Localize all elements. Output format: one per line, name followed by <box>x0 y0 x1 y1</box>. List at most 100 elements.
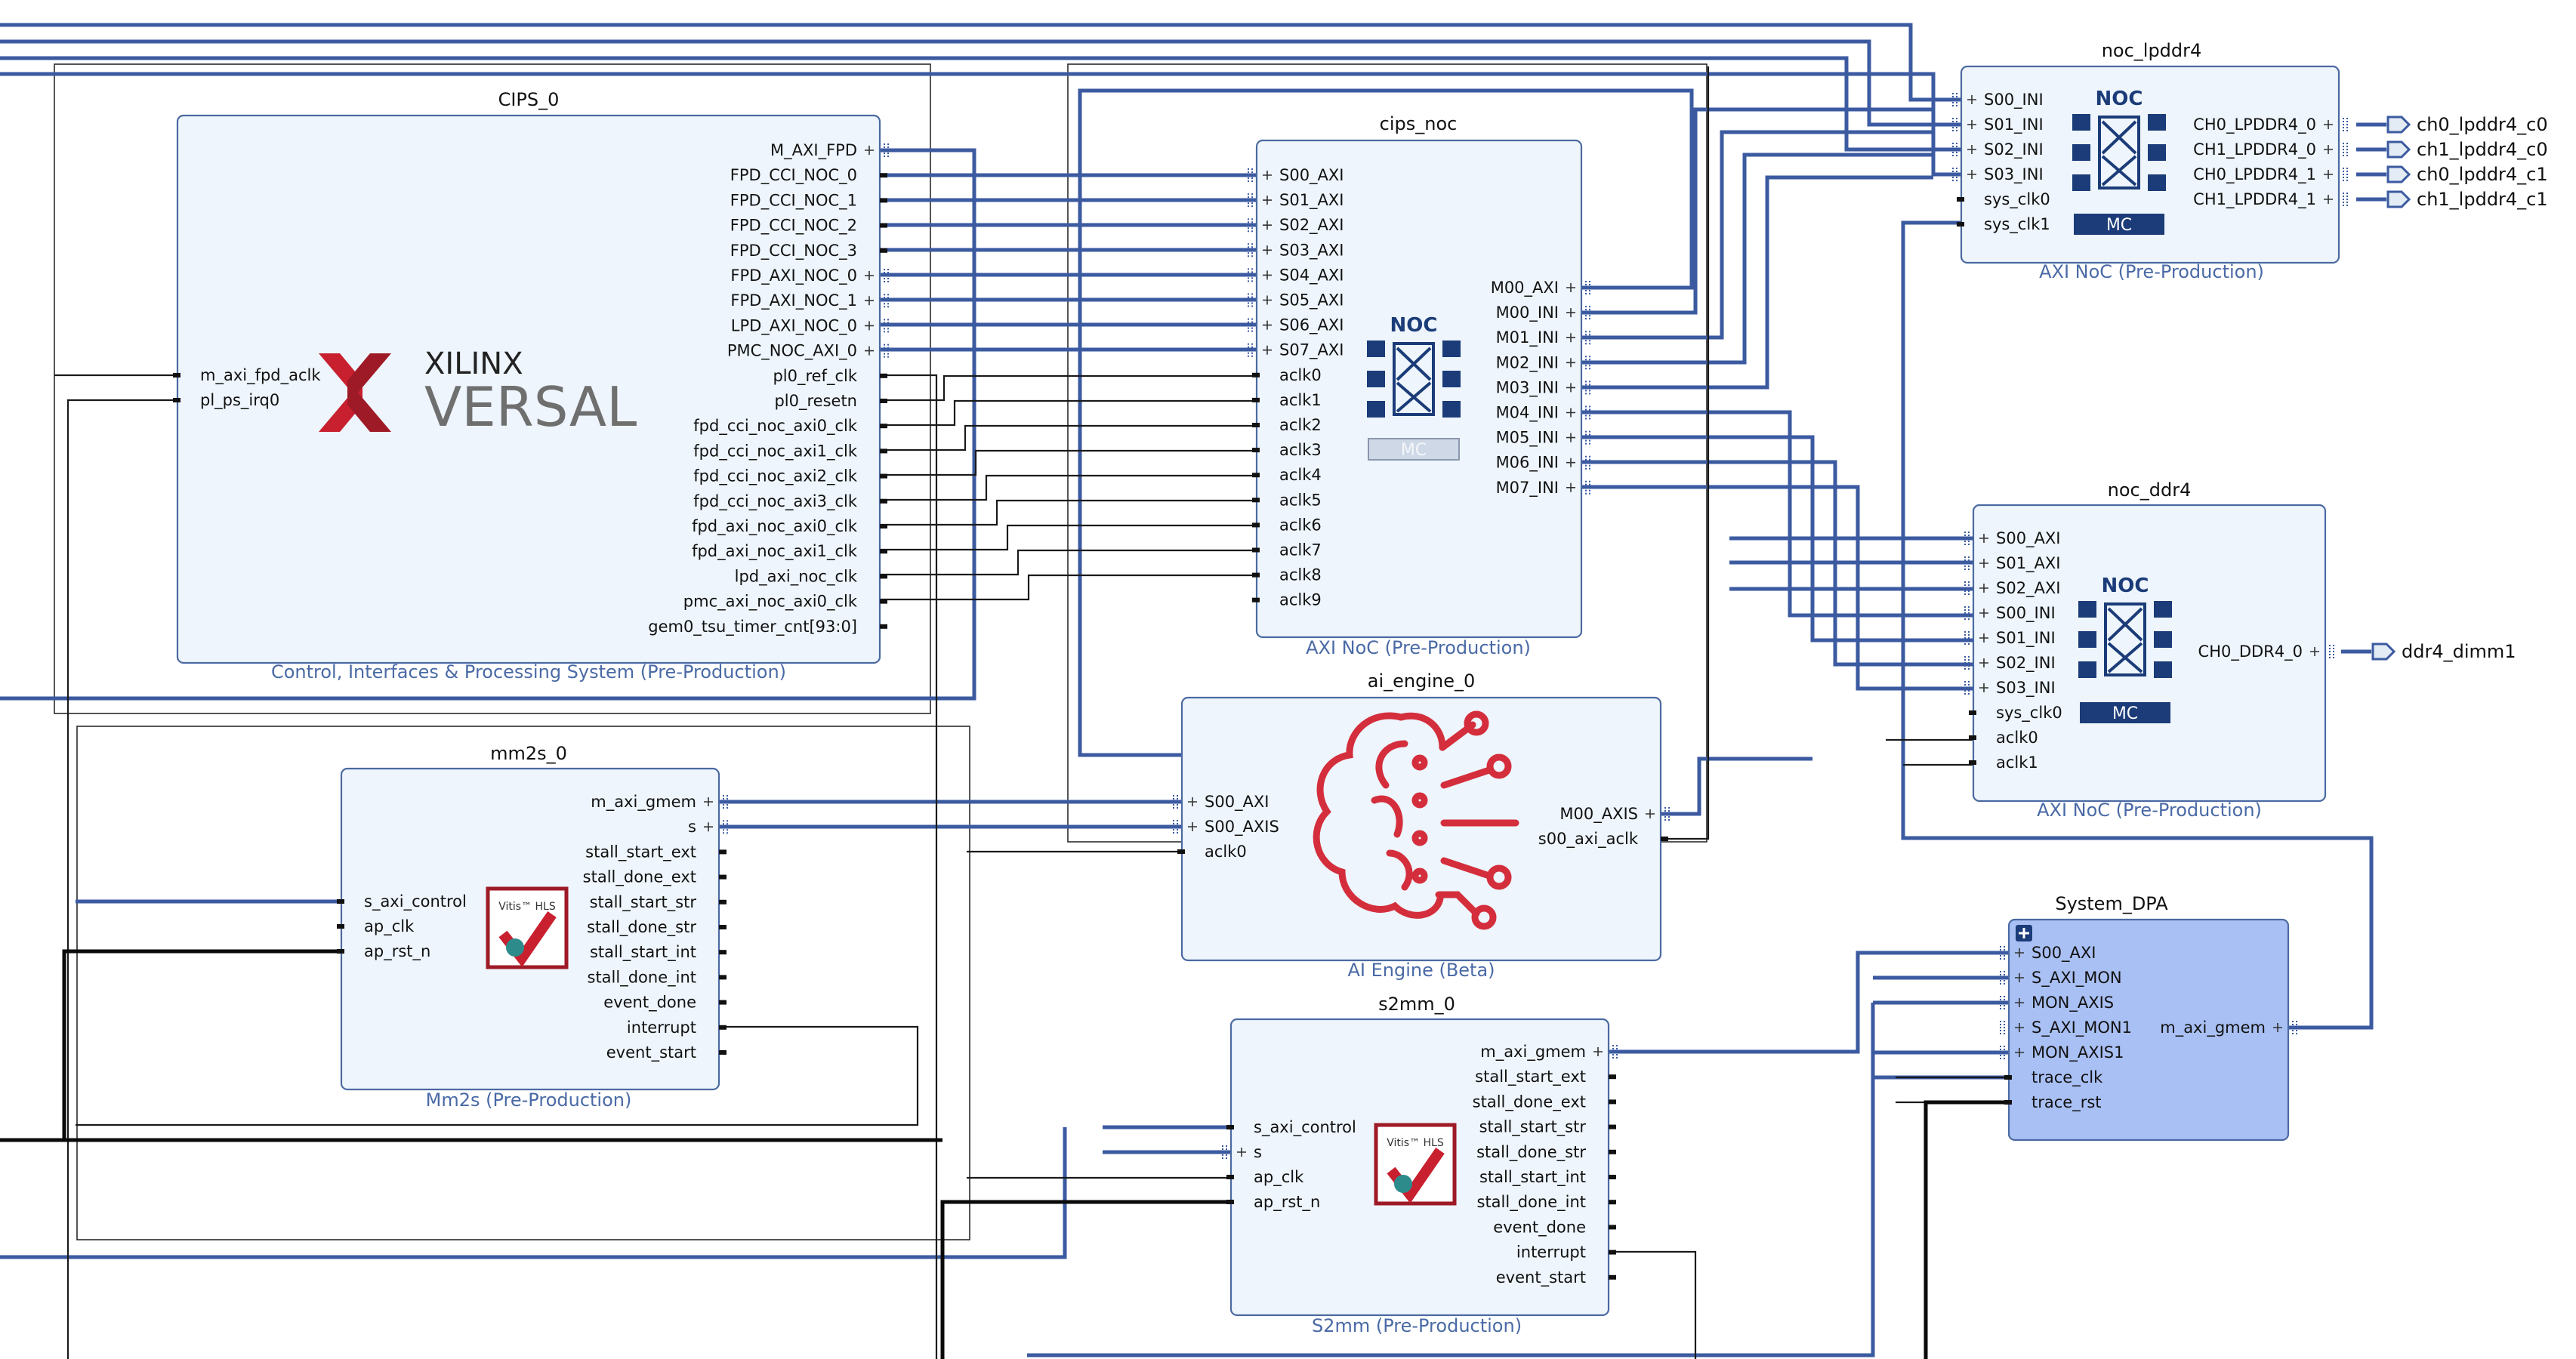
ai-engine-port[interactable]: S00_AXI <box>1173 793 1269 812</box>
s2mm-block[interactable]: s2mm_0 S2mm (Pre-Production) Vitis™ HLS <box>1229 994 1610 1336</box>
noc-ddr4-port[interactable]: CH0_DDR4_0 <box>2198 643 2334 661</box>
cips-port[interactable]: FPD_CCI_NOC_0 <box>730 166 887 185</box>
cips-noc-port[interactable]: M00_INI <box>1496 304 1590 322</box>
noc-ddr4-port[interactable]: aclk1 <box>1969 753 2038 772</box>
external-port[interactable]: ch1_lpddr4_c1 <box>2356 189 2548 210</box>
s2mm-port[interactable]: ap_clk <box>1226 1168 1304 1187</box>
noc-ddr4-port[interactable]: S03_INI <box>1964 679 2056 698</box>
cips-noc-port[interactable]: M00_AXI <box>1491 279 1590 297</box>
cips-noc-port[interactable]: aclk8 <box>1252 566 1322 584</box>
cips-port[interactable]: M_AXI_FPD <box>770 141 889 160</box>
ai-engine-port[interactable]: M00_AXIS <box>1559 805 1670 824</box>
ai-engine-port[interactable]: s00_axi_aclk <box>1538 830 1668 849</box>
cips-port[interactable]: FPD_CCI_NOC_1 <box>730 191 887 210</box>
cips-noc-port[interactable]: S07_AXI <box>1248 341 1344 360</box>
noc-ddr4-port[interactable]: sys_clk0 <box>1969 704 2062 723</box>
system-dpa-port[interactable]: S00_AXI <box>2000 944 2096 963</box>
cips-port[interactable]: pl_ps_irq0 <box>173 391 279 410</box>
cips-port[interactable]: fpd_cci_noc_axi2_clk <box>693 467 887 486</box>
noc-lpddr4-port[interactable]: CH0_LPDDR4_1 <box>2193 165 2348 184</box>
noc-lpddr4-port[interactable]: sys_clk0 <box>1957 190 2050 209</box>
cips-port[interactable]: pmc_axi_noc_axi0_clk <box>683 593 887 612</box>
cips-port[interactable]: FPD_AXI_NOC_0 <box>730 267 889 285</box>
cips-port[interactable]: m_axi_fpd_aclk <box>173 366 321 385</box>
s2mm-port[interactable]: stall_start_ext <box>1475 1068 1616 1086</box>
s2mm-port[interactable]: s <box>1222 1143 1262 1161</box>
cips-port[interactable]: lpd_axi_noc_clk <box>735 567 887 586</box>
mm2s-port[interactable]: stall_start_int <box>590 943 727 962</box>
s2mm-port[interactable]: stall_start_str <box>1479 1118 1616 1137</box>
system-dpa-body[interactable] <box>2007 918 2290 1142</box>
cips-noc-body[interactable] <box>1255 139 1583 639</box>
cips-port[interactable]: pl0_resetn <box>774 392 887 411</box>
mm2s-port[interactable]: stall_done_ext <box>583 868 727 887</box>
noc-lpddr4-body[interactable] <box>1960 65 2340 264</box>
ai-engine-port[interactable]: aclk0 <box>1177 843 1247 861</box>
external-port[interactable]: ch0_lpddr4_c1 <box>2356 164 2548 185</box>
cips-noc-port[interactable]: aclk3 <box>1252 441 1322 459</box>
cips-block[interactable]: CIPS_0 Control, Interfaces & Processing … <box>176 89 881 683</box>
cips-port[interactable]: FPD_CCI_NOC_3 <box>730 242 887 260</box>
cips-noc-port[interactable]: S00_AXI <box>1248 166 1344 185</box>
cips-noc-port[interactable]: aclk6 <box>1252 516 1322 534</box>
cips-noc-port[interactable]: S02_AXI <box>1248 216 1344 235</box>
s2mm-port[interactable]: stall_done_int <box>1477 1193 1617 1212</box>
cips-noc-port[interactable]: aclk1 <box>1252 391 1322 409</box>
s2mm-port[interactable]: stall_done_ext <box>1473 1092 1616 1111</box>
cips-port[interactable]: fpd_cci_noc_axi1_clk <box>693 442 887 461</box>
cips-noc-port[interactable]: M07_INI <box>1496 479 1590 498</box>
mm2s-port[interactable]: event_done <box>603 994 727 1012</box>
cips-noc-port[interactable]: aclk2 <box>1252 416 1322 434</box>
noc-ddr4-port[interactable]: S01_INI <box>1964 629 2056 648</box>
cips-port[interactable]: fpd_cci_noc_axi3_clk <box>693 492 887 511</box>
noc-ddr4-port[interactable]: S02_AXI <box>1964 579 2061 598</box>
mm2s-port[interactable]: ap_clk <box>337 917 415 936</box>
s2mm-port[interactable]: stall_done_str <box>1476 1143 1616 1162</box>
cips-noc-port[interactable]: S01_AXI <box>1248 191 1344 210</box>
system-dpa-port[interactable]: m_axi_gmem <box>2160 1018 2297 1037</box>
cips-port[interactable]: FPD_AXI_NOC_1 <box>730 291 889 310</box>
s2mm-port[interactable]: m_axi_gmem <box>1480 1043 1618 1062</box>
cips-noc-port[interactable]: aclk9 <box>1252 591 1322 609</box>
cips-noc-port[interactable]: M03_INI <box>1496 378 1590 397</box>
noc-lpddr4-port[interactable]: S01_INI <box>1952 116 2044 134</box>
cips-noc-port[interactable]: aclk4 <box>1252 466 1322 484</box>
cips-noc-port[interactable]: aclk0 <box>1252 366 1322 384</box>
noc-ddr4-block[interactable]: noc_ddr4 AXI NoC (Pre-Production) NOC MC <box>1972 479 2327 821</box>
noc-ddr4-port[interactable]: S02_INI <box>1964 654 2056 673</box>
noc-ddr4-port[interactable]: S00_AXI <box>1964 529 2061 548</box>
mm2s-port[interactable]: s_axi_control <box>337 892 467 911</box>
s2mm-port[interactable]: s_axi_control <box>1226 1118 1356 1137</box>
cips-noc-port[interactable]: M05_INI <box>1496 429 1590 448</box>
system-dpa-port[interactable]: MON_AXIS1 <box>2000 1043 2124 1062</box>
cips-noc-port[interactable]: M04_INI <box>1496 404 1590 423</box>
cips-noc-port[interactable]: M06_INI <box>1496 454 1590 473</box>
ai-engine-block[interactable]: ai_engine_0 AI Engine (Beta) <box>1180 670 1662 981</box>
cips-port[interactable]: fpd_axi_noc_axi1_clk <box>692 542 887 561</box>
mm2s-port[interactable]: stall_done_str <box>587 918 727 937</box>
cips-noc-port[interactable]: M02_INI <box>1496 353 1590 372</box>
noc-ddr4-body[interactable] <box>1972 504 2327 803</box>
cips-body[interactable] <box>176 114 881 664</box>
s2mm-port[interactable]: interrupt <box>1516 1243 1616 1262</box>
cips-noc-port[interactable]: S03_AXI <box>1248 241 1344 260</box>
external-port[interactable]: ch1_lpddr4_c0 <box>2356 139 2548 160</box>
s2mm-port[interactable]: event_start <box>1496 1268 1616 1287</box>
system-dpa-port[interactable]: trace_rst <box>2004 1093 2102 1112</box>
mm2s-port[interactable]: stall_start_ext <box>585 843 727 861</box>
system-dpa-port[interactable]: MON_AXIS <box>2000 994 2114 1012</box>
noc-lpddr4-port[interactable]: CH1_LPDDR4_0 <box>2193 140 2348 159</box>
s2mm-port[interactable]: stall_start_int <box>1479 1168 1616 1187</box>
mm2s-port[interactable]: stall_start_str <box>590 893 727 912</box>
cips-port[interactable]: fpd_axi_noc_axi0_clk <box>692 517 887 536</box>
noc-ddr4-port[interactable]: S00_INI <box>1964 604 2056 623</box>
noc-lpddr4-port[interactable]: sys_clk1 <box>1957 215 2050 234</box>
ai-engine-port[interactable]: S00_AXIS <box>1173 818 1279 837</box>
mm2s-port[interactable]: s <box>688 818 728 836</box>
noc-ddr4-port[interactable]: aclk0 <box>1969 729 2038 747</box>
cips-noc-port[interactable]: M01_INI <box>1496 328 1590 347</box>
noc-lpddr4-port[interactable]: S03_INI <box>1952 165 2044 184</box>
mm2s-port[interactable]: ap_rst_n <box>337 942 430 961</box>
mm2s-port[interactable]: interrupt <box>627 1018 727 1037</box>
cips-port[interactable]: gem0_tsu_timer_cnt[93:0] <box>648 618 887 636</box>
